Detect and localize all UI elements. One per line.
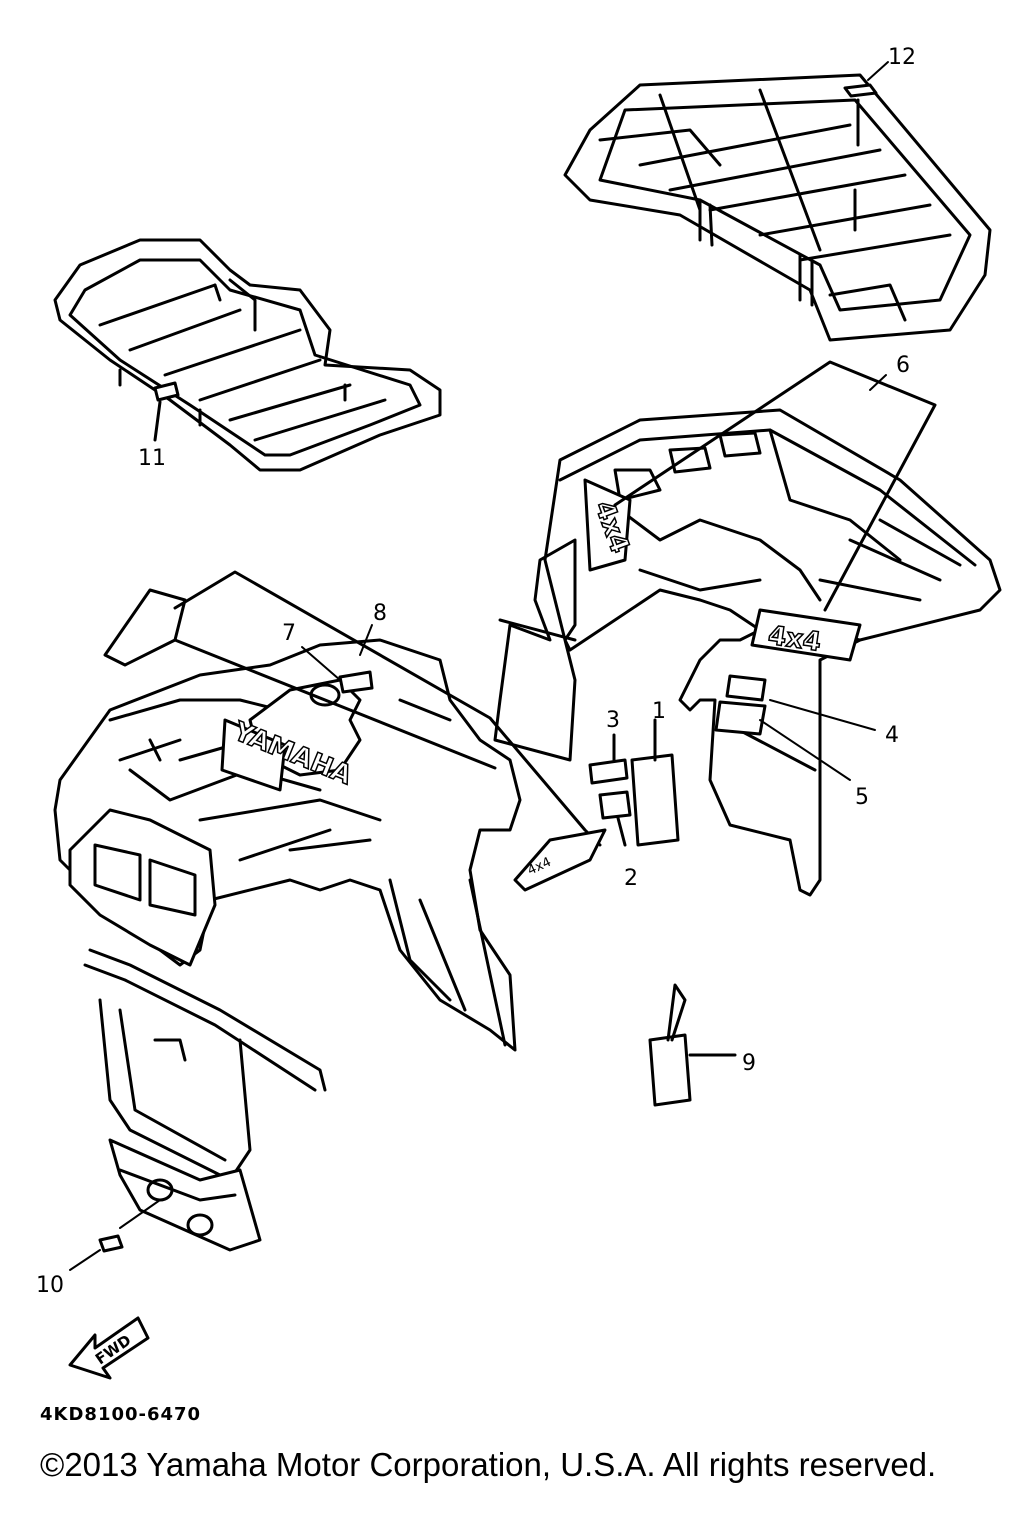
decal-5 — [714, 700, 767, 736]
part-code: 4KD8100-6470 — [40, 1404, 202, 1425]
callout-5: 5 — [855, 785, 869, 810]
fwd-arrow: FWD — [68, 1316, 150, 1380]
callout-9: 9 — [742, 1051, 756, 1076]
callout-11: 11 — [138, 446, 166, 471]
copyright-notice: ©2013 Yamaha Motor Corporation, U.S.A. A… — [40, 1446, 937, 1483]
front-fender: YAMAHA — [53, 638, 522, 1052]
rear-carrier — [563, 73, 992, 342]
label-1 — [630, 718, 680, 847]
label-2 — [598, 790, 632, 847]
label-10 — [69, 1199, 161, 1271]
callout-3: 3 — [606, 708, 620, 733]
callout-8: 8 — [373, 601, 387, 626]
label-12 — [843, 61, 889, 147]
callout-1: 1 — [652, 699, 666, 724]
decal-7 — [338, 670, 374, 694]
rear-4x4-decal: 4x4 — [766, 621, 823, 658]
callout-10: 10 — [36, 1273, 64, 1298]
callout-leaders — [301, 374, 887, 781]
callout-2: 2 — [624, 866, 638, 891]
decal-6-sheet — [613, 360, 937, 612]
label-3 — [588, 733, 629, 785]
callout-4: 4 — [885, 723, 899, 748]
callout-6: 6 — [896, 353, 910, 378]
rear-fender: 4x4 4x4 — [493, 408, 1002, 897]
decal-8-sheet: 4x4 — [103, 570, 607, 892]
front-guard — [83, 948, 327, 1252]
decal-4 — [725, 674, 767, 702]
label-11 — [153, 381, 180, 442]
callout-12: 12 — [888, 45, 916, 70]
front-carrier — [53, 238, 442, 472]
callout-7: 7 — [282, 621, 296, 646]
tag-9 — [648, 983, 737, 1107]
